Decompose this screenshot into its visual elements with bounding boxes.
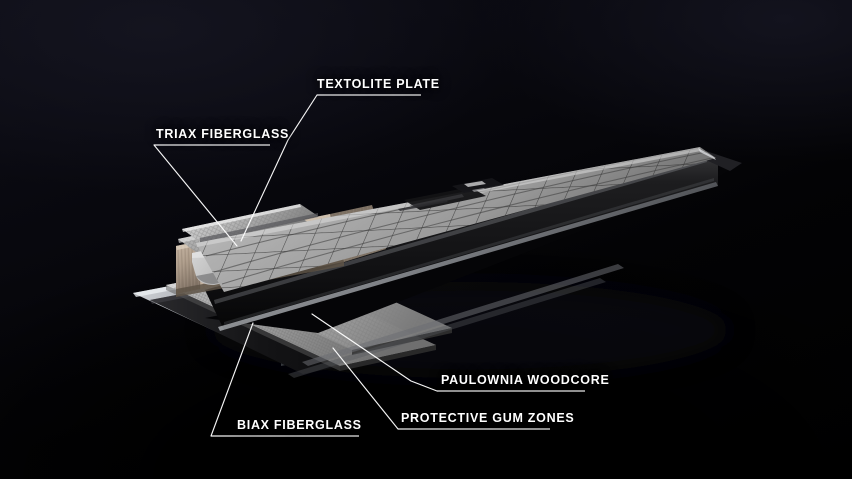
sidewall-lower-highlight: [224, 178, 714, 325]
leader-line-textolite-plate: [240, 94, 318, 242]
textolite-plate-layer: [196, 147, 716, 292]
deck-graphic-block: [398, 178, 504, 211]
leader-line-biax-fiberglass: [210, 322, 254, 437]
callout-underline-rules: [154, 94, 585, 437]
rear-rail-lower: [288, 278, 606, 378]
leader-line-protective-gum-zones: [332, 347, 399, 430]
nose-edge-highlight: [698, 148, 716, 160]
rear-rail-group: [288, 264, 624, 378]
sidewall-highlight: [214, 158, 707, 304]
callout-leader-lines: [153, 94, 438, 437]
leader-line-triax-fiberglass: [153, 144, 238, 247]
rear-rail-upper: [302, 264, 624, 366]
steel-edge-deck: [218, 182, 718, 331]
leader-line-paulownia-woodcore: [311, 313, 438, 392]
deck-body-group: [205, 149, 742, 333]
deck-sidewall: [205, 149, 718, 330]
